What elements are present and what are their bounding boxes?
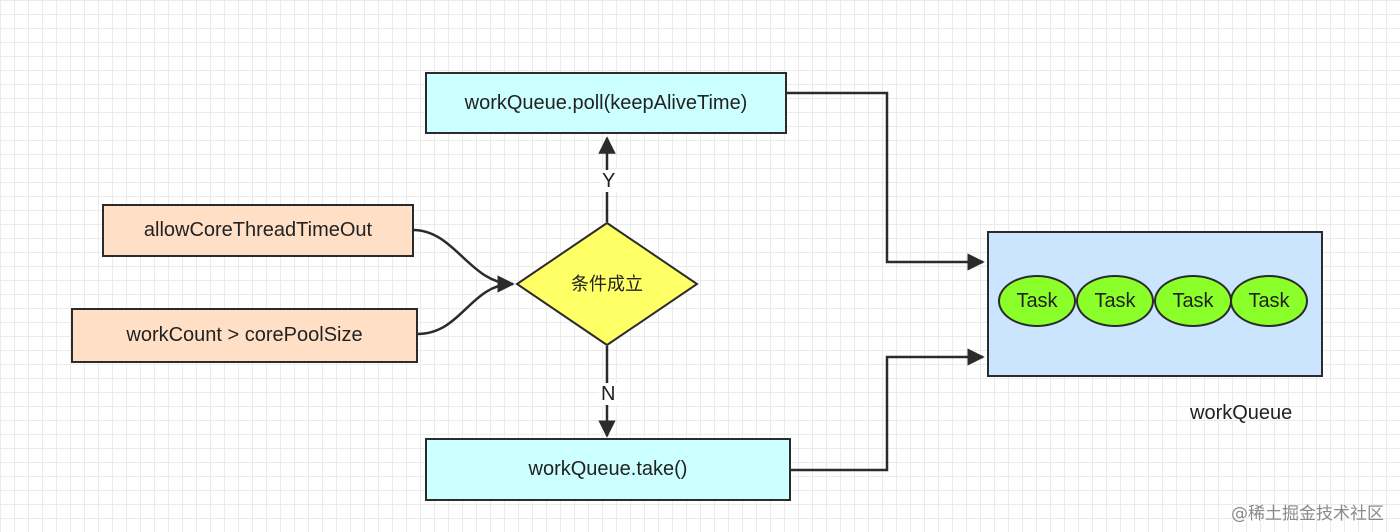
work-count-node: workCount > corePoolSize <box>71 308 418 363</box>
decision-diamond <box>515 221 699 347</box>
edge-label-no: N <box>599 383 618 405</box>
poll-node: workQueue.poll(keepAliveTime) <box>425 72 787 134</box>
poll-node-label: workQueue.poll(keepAliveTime) <box>464 91 748 114</box>
task-node: Task <box>1154 275 1232 327</box>
work-queue-container: Task Task Task Task <box>987 231 1323 377</box>
watermark: @稀土掘金技术社区 <box>1231 504 1384 524</box>
task-node: Task <box>1076 275 1154 327</box>
work-queue-caption: workQueue <box>1190 402 1293 424</box>
take-node-label: workQueue.take() <box>528 458 688 480</box>
edge-take-to-queue <box>790 348 985 472</box>
task-node: Task <box>1230 275 1308 327</box>
work-count-node-label: workCount > corePoolSize <box>126 324 363 346</box>
edge-work-count-to-decision <box>416 282 514 336</box>
edge-allow-core-to-decision <box>412 228 515 293</box>
take-node: workQueue.take() <box>425 438 791 501</box>
task-node: Task <box>998 275 1076 327</box>
allow-core-node-label: allowCoreThreadTimeOut <box>143 219 373 241</box>
decision-label: 条件成立 <box>571 274 643 295</box>
edge-label-yes: Y <box>600 170 618 192</box>
allow-core-node: allowCoreThreadTimeOut <box>102 204 414 257</box>
edge-poll-to-queue <box>786 91 985 271</box>
